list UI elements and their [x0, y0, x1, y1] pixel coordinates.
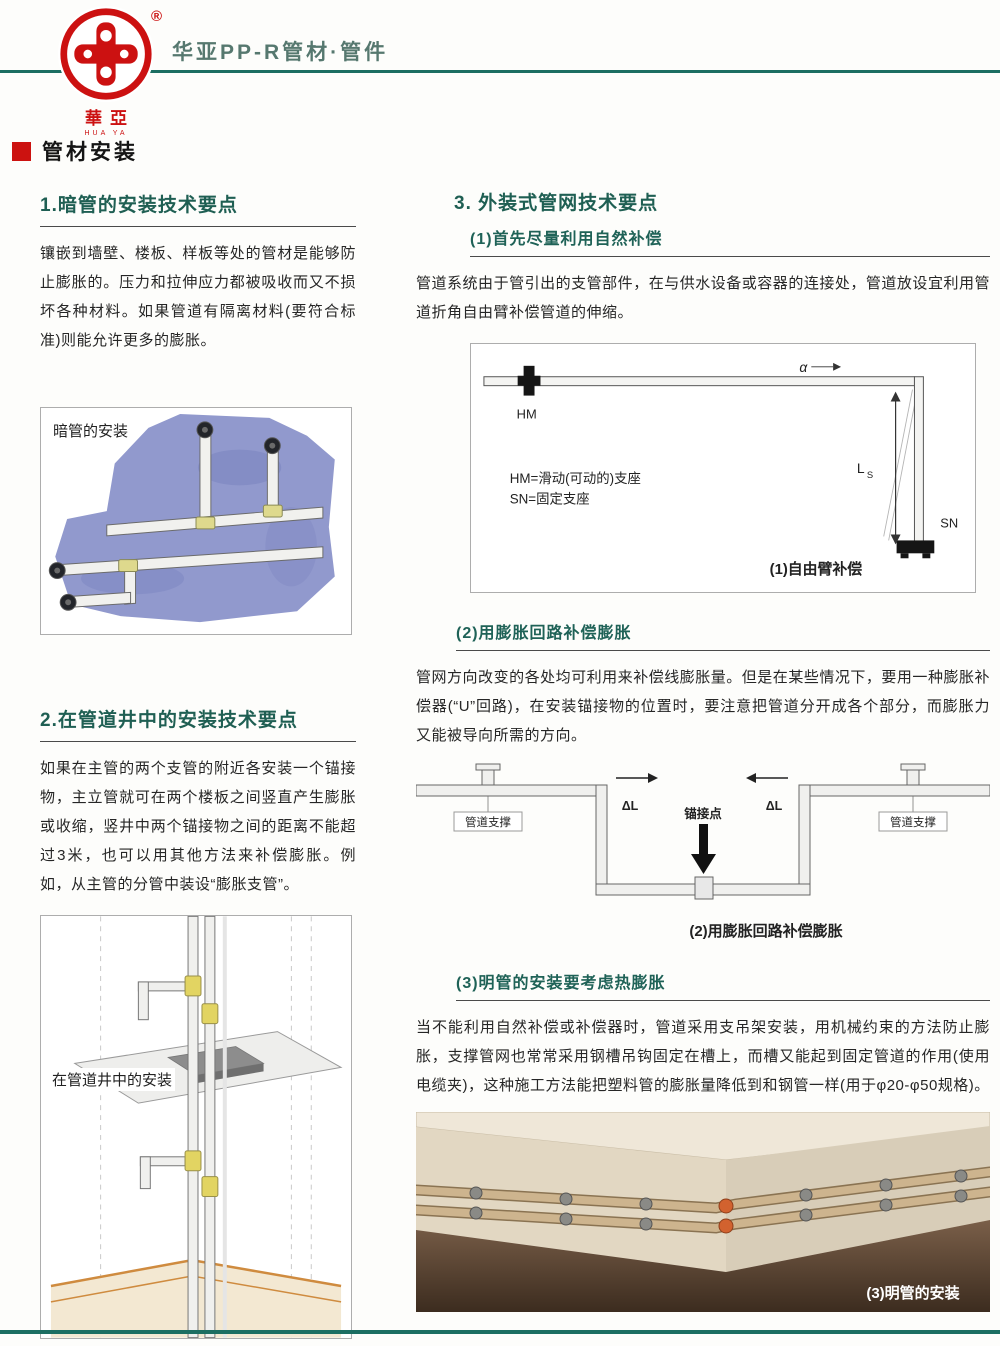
alpha-arrow	[811, 362, 842, 371]
paragraph-natural-compensation: 管道系统由于管引出的支管部件，在与供水设备或容器的连接处，管道放设宜利用管道折角…	[416, 275, 990, 321]
expansion-loop-diagram: 管道支撑 管道支撑 ΔL ΔL 锚接点 (2)用膨胀回路补偿膨胀	[416, 762, 990, 947]
expansion-loop-drawing: 管道支撑 管道支撑 ΔL ΔL 锚接点 (2)用膨胀回路补偿膨胀	[416, 763, 990, 940]
heading-concealed-pipes: 1.暗管的安装技术要点	[40, 190, 356, 227]
ls-dimension-arrow	[890, 391, 901, 545]
support-tag-right	[878, 811, 948, 832]
delta-l-arrows	[616, 773, 788, 783]
free-arm-drawing: HM HM=滑动(可动的)支座 SN=固定支座 α L S SN (1)自由臂补…	[483, 359, 958, 578]
pipe-shaft-drawing	[50, 916, 343, 1338]
hm-label: HM	[517, 406, 537, 421]
ls-label-main: L	[857, 460, 865, 476]
legend-sn: SN=固定支座	[510, 492, 590, 507]
concealed-pipe-illustration: 暗管的安装	[40, 407, 352, 635]
exposed-pipe-drawing: (3)明管的安装	[416, 1112, 990, 1312]
riser-pipes	[187, 916, 227, 1338]
delta-l-left-label: ΔL	[622, 799, 639, 813]
paragraph-exposed-pipes: 当不能利用自然补偿或补偿器时，管道采用支吊架安装，用机械约束的方法防止膨胀，支撑…	[416, 1019, 990, 1094]
anchor-point-label: 锚接点	[684, 806, 722, 821]
pipe-clamps	[469, 1169, 968, 1231]
huaya-logo: ® 華亞 HUA YA	[50, 6, 162, 137]
deflection-lines	[883, 389, 918, 541]
section-title: 管材安装	[42, 141, 138, 164]
right-column: 3. 外装式管网技术要点 (1)首先尽量利用自然补偿 管道系统由于管引出的支管部…	[416, 188, 990, 1312]
support-tag-left	[453, 811, 523, 832]
subheading-expansion-loop: (2)用膨胀回路补偿膨胀	[456, 619, 990, 651]
orange-elbows	[718, 1198, 734, 1234]
logo-chinese-text: 華亞	[85, 109, 135, 128]
support-leader-lines	[487, 796, 914, 812]
free-arm-compensation-diagram: HM HM=滑动(可动的)支座 SN=固定支座 α L S SN (1)自由臂补…	[470, 343, 976, 593]
pipe-hangers	[475, 763, 926, 786]
legend-hm: HM=滑动(可动的)支座	[510, 471, 641, 486]
pipe-shaft-illustration: 在管道井中的安装	[40, 915, 352, 1339]
paragraph-pipe-shaft: 如果在主管的两个支管的附近各安装一个锚接物，主立管就可在两个楼板之间竖直产生膨胀…	[40, 760, 356, 893]
anchor-arrow	[691, 824, 716, 900]
guide-lines	[100, 916, 312, 1338]
expansion-loop-caption: (2)用膨胀回路补偿膨胀	[689, 922, 842, 940]
logo-emblem: ®	[58, 6, 162, 102]
exposed-pipe-caption: (3)明管的安装	[866, 1284, 960, 1302]
exposed-pipe-photo: (3)明管的安装	[416, 1112, 990, 1312]
floor-shadow	[416, 1220, 990, 1312]
logo-latin-text: HUA YA	[84, 130, 128, 137]
bottom-divider	[0, 1330, 1000, 1334]
subheading-natural-compensation: (1)首先尽量利用自然补偿	[470, 225, 990, 257]
support-label-left: 管道支撑	[465, 815, 511, 829]
valves	[48, 421, 281, 611]
registered-mark: ®	[150, 8, 162, 25]
heading-exposed-network: 3. 外装式管网技术要点	[454, 193, 659, 214]
paragraph-concealed-pipes: 镶嵌到墙壁、楼板、样板等处的管材是能够防止膨胀的。压力和拉伸应力都被吸收而又不损…	[40, 245, 356, 349]
paragraph-expansion-loop: 管网方向改变的各处均可利用来补偿线膨胀量。但是在某些情况下，要用一种膨胀补偿器(…	[416, 669, 990, 744]
page-title: 华亚PP-R管材·管件	[172, 41, 389, 64]
delta-l-right-label: ΔL	[766, 799, 783, 813]
red-square-marker	[12, 141, 31, 161]
support-label-right: 管道支撑	[890, 815, 936, 829]
yellow-fittings	[184, 975, 219, 1198]
heading-pipe-shaft: 2.在管道井中的安装技术要点	[40, 705, 356, 742]
sn-support-symbol	[896, 540, 935, 559]
figure-label-shaft: 在管道井中的安装	[49, 1068, 176, 1091]
left-column: 1.暗管的安装技术要点 镶嵌到墙壁、楼板、样板等处的管材是能够防止膨胀的。压力和…	[40, 190, 356, 1339]
concealed-pipe-drawing	[48, 413, 335, 623]
sn-label: SN	[940, 516, 958, 531]
alpha-label: α	[799, 359, 808, 375]
section-header: 管材安装	[12, 136, 138, 166]
free-arm-caption: (1)自由臂补偿	[770, 560, 863, 578]
top-divider	[0, 70, 1000, 73]
pipe-tees	[118, 504, 283, 573]
ls-label-sub: S	[867, 469, 873, 480]
subheading-exposed-pipes: (3)明管的安装要考虑热膨胀	[456, 969, 990, 1001]
huaya-logo-icon	[60, 8, 152, 100]
figure-label-concealed: 暗管的安装	[53, 420, 129, 441]
hm-support-symbol	[517, 365, 541, 396]
